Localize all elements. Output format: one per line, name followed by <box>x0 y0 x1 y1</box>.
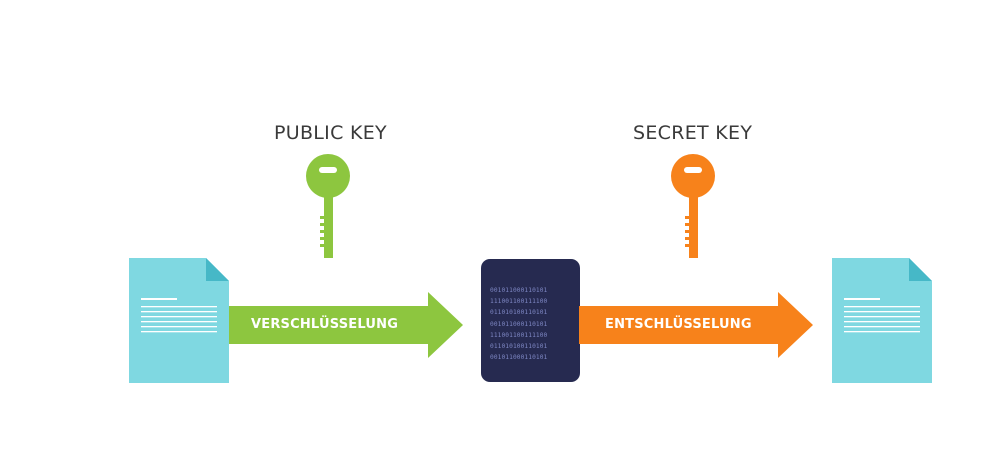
encryption-label: VERSCHLÜSSELUNG <box>251 317 399 332</box>
decrypted-document-icon <box>832 258 932 383</box>
plaintext-document-icon <box>129 258 229 383</box>
ciphertext-line: 111001100111100 <box>490 298 548 306</box>
public-key-icon <box>306 154 350 258</box>
ciphertext-binary: 001011000110101 111001100111100 01101010… <box>490 285 572 363</box>
ciphertext-line: 001011000110101 <box>490 320 548 328</box>
ciphertext-line: 111001100111100 <box>490 331 548 339</box>
secret-key-icon <box>671 154 715 258</box>
encryption-arrow <box>229 292 463 358</box>
ciphertext-line: 001011000110101 <box>490 354 548 362</box>
ciphertext-line: 001011000110101 <box>490 287 548 294</box>
secret-key-label: SECRET KEY <box>633 122 753 144</box>
ciphertext-line: 011010100110101 <box>490 309 548 317</box>
public-key-label: PUBLIC KEY <box>274 122 387 144</box>
decryption-label: ENTSCHLÜSSELUNG <box>605 317 752 332</box>
ciphertext-line: 011010100110101 <box>490 343 548 351</box>
ciphertext-block: 001011000110101 111001100111100 01101010… <box>481 259 580 382</box>
decryption-arrow <box>579 292 813 358</box>
